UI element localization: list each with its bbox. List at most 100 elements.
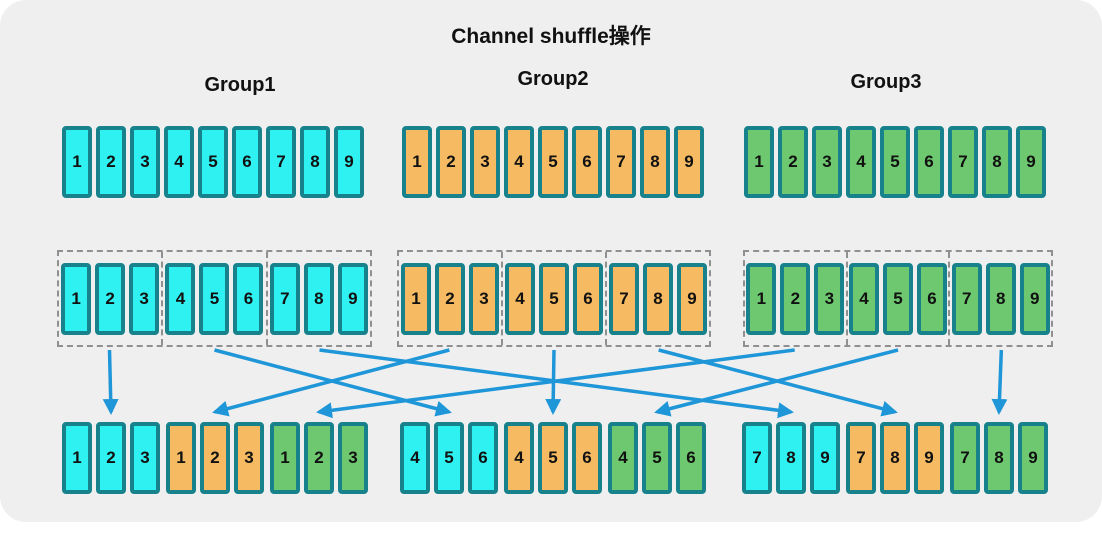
- channel-box: 9: [810, 422, 840, 494]
- channel-box: 2: [96, 422, 126, 494]
- channel-box: 5: [538, 126, 568, 198]
- channel-box: 6: [917, 262, 947, 335]
- channel-box: 1: [62, 422, 92, 494]
- channel-box: 2: [96, 126, 126, 198]
- group2-header: Group2: [517, 68, 589, 90]
- channel-box: 9: [677, 262, 707, 335]
- group1-header: Group1: [204, 74, 276, 96]
- channel-box: 6: [676, 422, 706, 494]
- channel-box: 8: [640, 126, 670, 198]
- channel-box: 5: [434, 422, 464, 494]
- channel-box: 5: [883, 262, 913, 335]
- channel-box: 9: [334, 126, 364, 198]
- channel-box: 2: [95, 262, 126, 335]
- channel-box: 4: [165, 262, 196, 335]
- channel-box: 6: [468, 422, 498, 494]
- channel-box: 1: [401, 262, 431, 335]
- channel-box: 4: [504, 422, 534, 494]
- channel-box: 7: [609, 262, 639, 335]
- channel-box: 3: [234, 422, 264, 494]
- channel-box: 7: [951, 262, 982, 335]
- channel-box: 4: [849, 262, 879, 335]
- channel-box: 5: [538, 422, 568, 494]
- channel-box: 9: [914, 422, 944, 494]
- channel-box: 3: [130, 422, 160, 494]
- channel-box: 9: [1018, 422, 1048, 494]
- channel-box: 9: [337, 262, 368, 335]
- channel-box: 5: [198, 126, 228, 198]
- channel-box: 3: [814, 262, 845, 335]
- channel-box: 6: [572, 422, 602, 494]
- channel-box: 5: [880, 126, 910, 198]
- channel-box: 3: [130, 126, 160, 198]
- channel-box: 8: [985, 262, 1016, 335]
- channel-box: 8: [982, 126, 1012, 198]
- channel-box: 2: [778, 126, 808, 198]
- channel-box: 7: [948, 126, 978, 198]
- channel-box: 1: [402, 126, 432, 198]
- channel-box: 8: [984, 422, 1014, 494]
- channel-box: 3: [338, 422, 368, 494]
- channel-box: 4: [846, 126, 876, 198]
- channel-box: 8: [880, 422, 910, 494]
- channel-box: 2: [435, 262, 465, 335]
- channel-box: 8: [300, 126, 330, 198]
- channel-box: 4: [164, 126, 194, 198]
- channel-box: 1: [746, 262, 777, 335]
- channel-box: 9: [1019, 262, 1050, 335]
- channel-box: 6: [914, 126, 944, 198]
- channel-box: 7: [742, 422, 772, 494]
- channel-box: 4: [400, 422, 430, 494]
- channel-box: 1: [270, 422, 300, 494]
- channel-box: 8: [643, 262, 673, 335]
- channel-box: 2: [200, 422, 230, 494]
- diagram-panel: Channel shuffle操作 Group1 Group2 Group3 1…: [0, 0, 1102, 522]
- channel-box: 2: [304, 422, 334, 494]
- channel-box: 5: [642, 422, 672, 494]
- channel-box: 3: [812, 126, 842, 198]
- channel-box: 1: [744, 126, 774, 198]
- channel-box: 6: [572, 126, 602, 198]
- channel-box: 3: [469, 262, 499, 335]
- channel-box: 9: [1016, 126, 1046, 198]
- channel-box: 5: [199, 262, 230, 335]
- channel-box: 1: [62, 126, 92, 198]
- channel-box: 9: [674, 126, 704, 198]
- diagram-title: Channel shuffle操作: [451, 25, 651, 48]
- channel-box: 7: [606, 126, 636, 198]
- channel-box: 2: [780, 262, 811, 335]
- channel-box: 5: [539, 262, 569, 335]
- channel-box: 1: [61, 262, 92, 335]
- channel-box: 7: [269, 262, 300, 335]
- channel-box: 4: [504, 126, 534, 198]
- channel-box: 7: [846, 422, 876, 494]
- channel-box: 6: [232, 126, 262, 198]
- channel-box: 8: [303, 262, 334, 335]
- group3-header: Group3: [850, 71, 922, 93]
- channel-box: 7: [950, 422, 980, 494]
- channel-box: 4: [608, 422, 638, 494]
- channel-box: 8: [776, 422, 806, 494]
